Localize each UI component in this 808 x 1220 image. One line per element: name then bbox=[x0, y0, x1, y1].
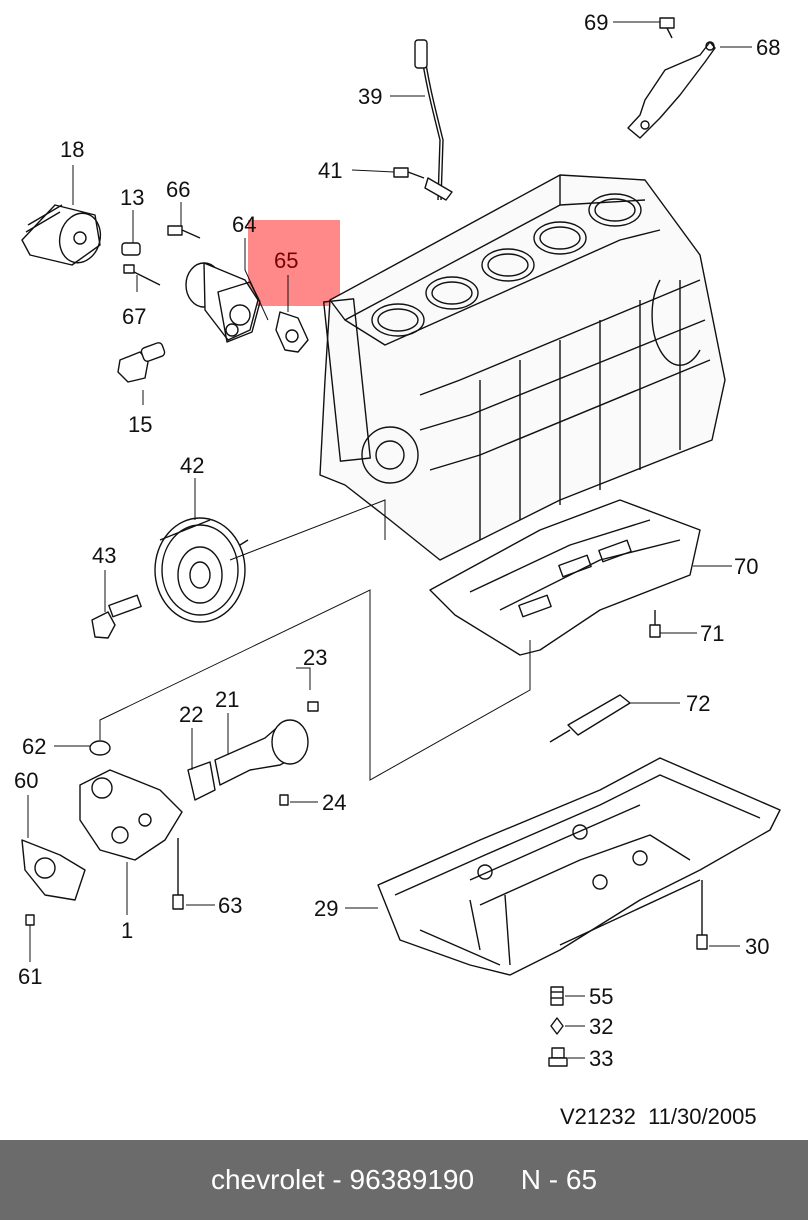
label-13: 13 bbox=[120, 185, 144, 210]
oil-pan bbox=[377, 757, 781, 976]
drawing-reference: V21232 11/30/2005 bbox=[560, 1104, 757, 1130]
label-24: 24 bbox=[322, 790, 346, 815]
label-29: 29 bbox=[314, 896, 338, 921]
footer-position: N - 65 bbox=[520, 1164, 598, 1195]
footer-part-number: 96389190 bbox=[349, 1164, 475, 1195]
label-39: 39 bbox=[358, 84, 382, 109]
label-61: 61 bbox=[18, 964, 42, 989]
bolt-71 bbox=[649, 610, 661, 638]
label-21: 21 bbox=[215, 687, 239, 712]
crankshaft-pulley bbox=[154, 517, 249, 623]
label-72: 72 bbox=[686, 691, 710, 716]
dipstick-tube bbox=[414, 39, 453, 201]
label-64: 64 bbox=[232, 212, 256, 237]
label-60: 60 bbox=[14, 768, 38, 793]
reference-date: 11/30/2005 bbox=[648, 1104, 757, 1129]
label-63: 63 bbox=[218, 893, 242, 918]
oil-baffle-plate bbox=[429, 499, 701, 656]
bolt-30 bbox=[696, 880, 708, 950]
label-62: 62 bbox=[22, 734, 46, 759]
footer-sep: - bbox=[324, 1164, 350, 1195]
label-1: 1 bbox=[121, 918, 133, 943]
label-70: 70 bbox=[734, 554, 758, 579]
drain-plug-parts bbox=[548, 986, 568, 1067]
label-30: 30 bbox=[745, 934, 769, 959]
bolt-63 bbox=[172, 838, 184, 910]
label-15: 15 bbox=[128, 412, 152, 437]
label-55: 55 bbox=[589, 984, 613, 1009]
oil-filter-adapter bbox=[121, 225, 261, 343]
sealant-tube bbox=[549, 694, 631, 743]
oil-filter bbox=[21, 204, 102, 266]
label-23: 23 bbox=[303, 645, 327, 670]
reference-code: V21232 bbox=[560, 1104, 636, 1129]
bracket-68 bbox=[627, 17, 716, 139]
footer-gap bbox=[474, 1164, 521, 1196]
exploded-engine-diagram: 69 68 39 41 18 13 66 64 65 67 15 42 43 7… bbox=[14, 10, 781, 1071]
label-32: 32 bbox=[589, 1014, 613, 1039]
leader-lines bbox=[27, 21, 752, 1059]
gasket-65 bbox=[275, 311, 309, 353]
label-68: 68 bbox=[756, 35, 780, 60]
footer-bar: chevrolet - 96389190 N - 65 bbox=[0, 1140, 808, 1220]
label-43: 43 bbox=[92, 543, 116, 568]
oil-pump bbox=[79, 769, 183, 861]
oil-pressure-sensor bbox=[117, 342, 166, 383]
label-66: 66 bbox=[166, 177, 190, 202]
label-41: 41 bbox=[318, 158, 342, 183]
part-labels: 69 68 39 41 18 13 66 64 65 67 15 42 43 7… bbox=[14, 10, 780, 1071]
label-18: 18 bbox=[60, 137, 84, 162]
engine-block bbox=[319, 174, 726, 561]
label-22: 22 bbox=[179, 702, 203, 727]
label-71: 71 bbox=[700, 621, 724, 646]
o-ring-62 bbox=[89, 740, 111, 756]
label-69: 69 bbox=[584, 10, 608, 35]
pump-cover bbox=[21, 839, 86, 926]
oil-pickup-tube bbox=[187, 701, 319, 806]
footer-brand: chevrolet bbox=[210, 1164, 325, 1195]
label-33: 33 bbox=[589, 1046, 613, 1071]
label-65: 65 bbox=[274, 248, 298, 273]
bolt-43 bbox=[91, 594, 142, 639]
label-42: 42 bbox=[180, 453, 204, 478]
bolt-41 bbox=[393, 167, 425, 179]
label-67: 67 bbox=[122, 304, 146, 329]
highlight-box bbox=[248, 220, 340, 306]
